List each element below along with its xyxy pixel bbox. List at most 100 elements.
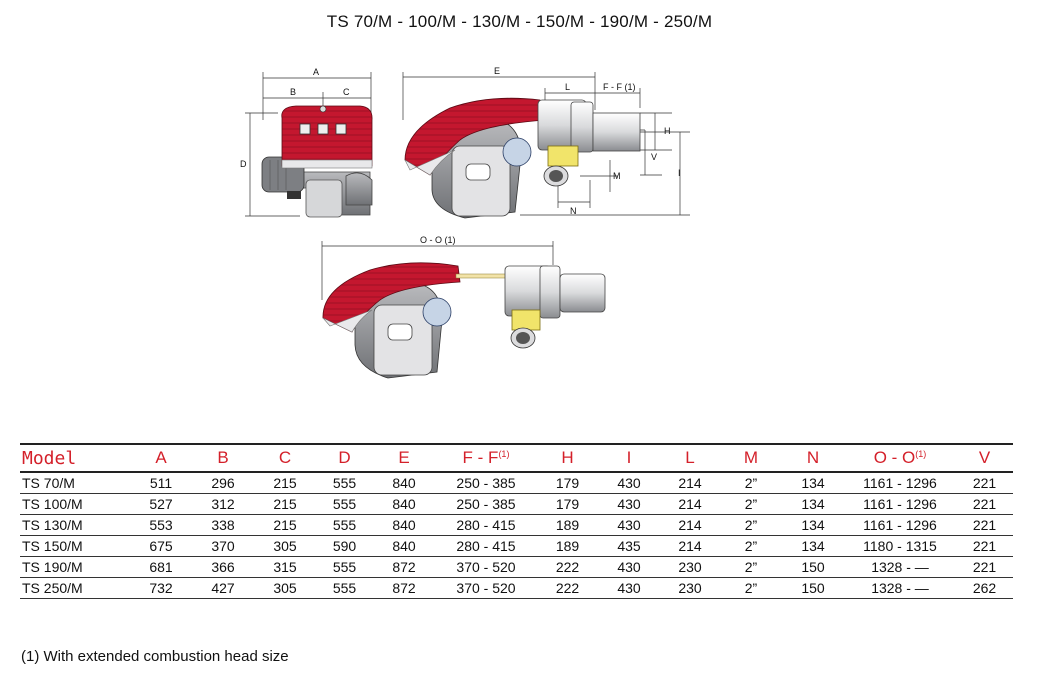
table-cell: 189	[537, 535, 598, 557]
header-model: Model	[22, 447, 77, 469]
table-cell: 555	[316, 472, 373, 494]
dim-label-n: N	[570, 206, 577, 216]
table-cell: 555	[316, 556, 373, 578]
table-cell: 179	[537, 493, 598, 515]
table-cell: 1180 - 1315	[844, 535, 956, 557]
header-oo-label: O - O	[873, 448, 916, 467]
model-cell: TS 130/M	[20, 514, 130, 536]
model-cell: TS 150/M	[20, 535, 130, 557]
table-cell: 527	[130, 493, 192, 515]
header-m: M	[743, 448, 759, 467]
dimensions-table: Model A B C D E F - F(1) H I L M N O - O…	[20, 443, 1013, 599]
header-ff-label: F - F	[462, 448, 499, 467]
side-view-diagram: E L F - F (1) H V M I N	[402, 66, 690, 219]
table-cell: 134	[782, 472, 844, 494]
dim-label-v: V	[651, 152, 657, 162]
header-l: L	[685, 448, 695, 467]
table-cell: 150	[782, 577, 844, 599]
table-cell: 179	[537, 472, 598, 494]
dim-label-d: D	[240, 159, 247, 169]
table-cell: 840	[373, 514, 435, 536]
dim-label-h: H	[664, 126, 671, 136]
table-cell: 305	[254, 535, 316, 557]
table-cell: 2”	[720, 577, 782, 599]
extended-head-view-diagram: O - O (1)	[321, 235, 606, 379]
dim-label-m: M	[613, 171, 621, 181]
table-cell: 230	[660, 577, 720, 599]
model-cell: TS 190/M	[20, 556, 130, 578]
table-cell: 590	[316, 535, 373, 557]
header-b: B	[217, 448, 229, 467]
table-cell: 1161 - 1296	[844, 514, 956, 536]
table-cell: 555	[316, 493, 373, 515]
table-cell: 2”	[720, 514, 782, 536]
table-cell: 221	[956, 493, 1013, 515]
table-cell: 1161 - 1296	[844, 472, 956, 494]
table-cell: 222	[537, 556, 598, 578]
page-title: TS 70/M - 100/M - 130/M - 150/M - 190/M …	[326, 12, 713, 31]
table-cell: 555	[316, 577, 373, 599]
header-d: D	[338, 448, 351, 467]
table-cell: 430	[598, 472, 660, 494]
table-cell: 134	[782, 493, 844, 515]
model-cell: TS 70/M	[20, 472, 130, 494]
table-cell: 214	[660, 514, 720, 536]
table-cell: 221	[956, 556, 1013, 578]
table-cell: 2”	[720, 556, 782, 578]
table-cell: 280 - 415	[435, 535, 537, 557]
header-h: H	[561, 448, 574, 467]
table-cell: 840	[373, 493, 435, 515]
table-cell: 430	[598, 493, 660, 515]
table-cell: 305	[254, 577, 316, 599]
table-cell: 215	[254, 472, 316, 494]
table-cell: 366	[192, 556, 254, 578]
table-cell: 222	[537, 577, 598, 599]
table-cell: 250 - 385	[435, 472, 537, 494]
table-cell: 435	[598, 535, 660, 557]
table-cell: 427	[192, 577, 254, 599]
header-n: N	[806, 448, 820, 467]
dim-label-oo: O - O (1)	[420, 235, 456, 245]
header-e: E	[398, 448, 410, 467]
table-cell: 511	[130, 472, 192, 494]
table-cell: 250 - 385	[435, 493, 537, 515]
table-cell: 553	[130, 514, 192, 536]
header-ff-note: (1)	[498, 449, 510, 459]
table-cell: 296	[192, 472, 254, 494]
table-header-row: Model A B C D E F - F(1) H I L M N O - O…	[20, 444, 1013, 472]
header-c: C	[278, 448, 292, 467]
dim-label-b: B	[290, 87, 296, 97]
table-cell: 872	[373, 577, 435, 599]
table-cell: 840	[373, 472, 435, 494]
table-cell: 1161 - 1296	[844, 493, 956, 515]
table-cell: 675	[130, 535, 192, 557]
table-cell: 555	[316, 514, 373, 536]
table-cell: 230	[660, 556, 720, 578]
table-cell: 840	[373, 535, 435, 557]
dim-label-l: L	[565, 82, 570, 92]
header-oo: O - O(1)	[844, 444, 956, 472]
table-cell: 681	[130, 556, 192, 578]
header-a: A	[155, 448, 167, 467]
table-cell: 221	[956, 535, 1013, 557]
footnote: (1) With extended combustion head size	[21, 648, 289, 665]
table-cell: 732	[130, 577, 192, 599]
table-cell: 2”	[720, 472, 782, 494]
dim-label-e: E	[494, 66, 500, 76]
table-cell: 315	[254, 556, 316, 578]
table-cell: 2”	[720, 493, 782, 515]
front-view-diagram: A B C D	[240, 67, 373, 218]
table-cell: 312	[192, 493, 254, 515]
table-cell: 1328 - —	[844, 577, 956, 599]
model-cell: TS 250/M	[20, 577, 130, 599]
burner-dimension-diagrams: A B C D	[240, 66, 690, 379]
table-cell: 430	[598, 556, 660, 578]
table-cell: 189	[537, 514, 598, 536]
table-cell: 221	[956, 472, 1013, 494]
model-cell: TS 100/M	[20, 493, 130, 515]
